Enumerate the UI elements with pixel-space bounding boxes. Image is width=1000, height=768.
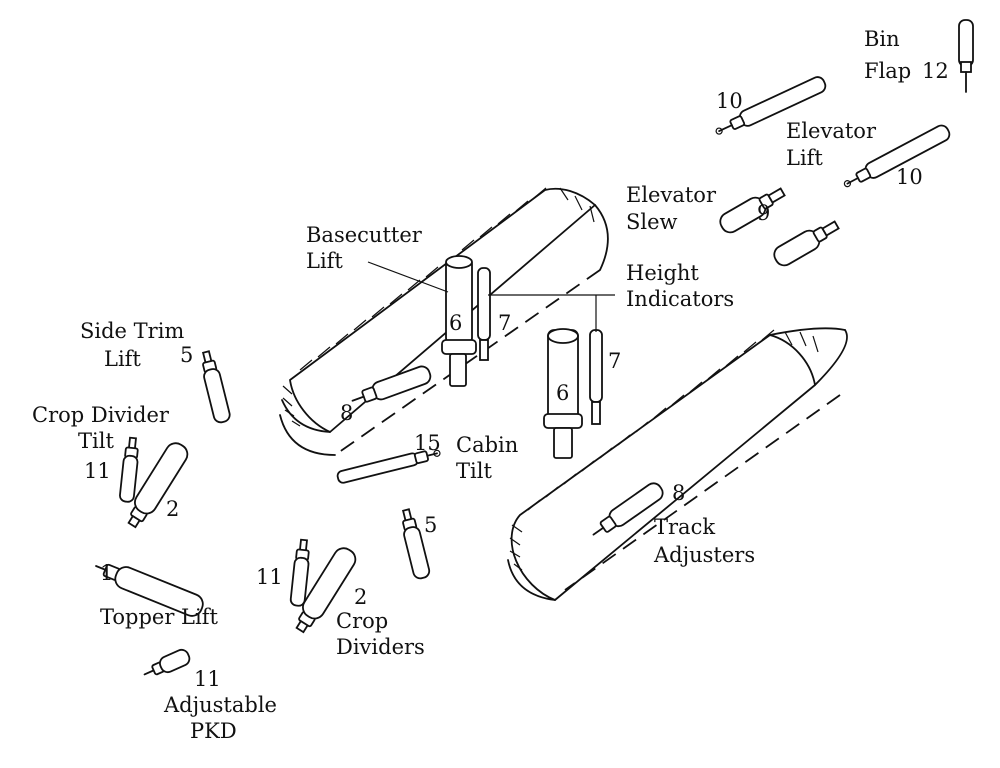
label-side-trim-lift-1: Side Trim xyxy=(80,319,184,343)
number-5-lower: 5 xyxy=(424,513,437,537)
label-basecutter-lift-2: Lift xyxy=(306,249,343,273)
track-adjuster-left xyxy=(351,365,432,403)
number-12: 12 xyxy=(922,59,949,83)
height-indicator-left xyxy=(477,267,491,361)
number-11-upper: 11 xyxy=(84,459,111,483)
label-bin-flap-2: Flap xyxy=(864,59,911,83)
label-crop-dividers-1: Crop xyxy=(336,609,388,633)
label-elevator-lift-2: Lift xyxy=(786,146,823,170)
crop-divider-tilt-cylinder xyxy=(119,436,139,503)
label-track-adjusters-1: Track xyxy=(654,515,715,539)
bin-flap-cylinder xyxy=(958,19,974,93)
number-6-left: 6 xyxy=(449,311,462,335)
number-15: 15 xyxy=(414,431,441,455)
number-2-upper: 2 xyxy=(166,497,179,521)
right-track xyxy=(507,327,848,601)
label-side-trim-lift-2: Lift xyxy=(104,347,141,371)
label-cabin-tilt-2: Tilt xyxy=(456,459,492,483)
elevator-slew-cylinder-lower xyxy=(773,220,840,267)
side-trim-lift-cylinder-upper xyxy=(201,350,231,424)
number-7-left: 7 xyxy=(498,311,511,335)
elevator-lift-cylinder-right xyxy=(843,124,951,188)
labels: Bin Flap 12 10 Elevator Lift 10 Elevator… xyxy=(32,27,949,743)
height-indicator-right xyxy=(589,329,603,425)
number-6-right: 6 xyxy=(556,381,569,405)
label-adjustable-pkd-2: PKD xyxy=(190,719,237,743)
crop-divider-cylinder-lower xyxy=(295,547,357,634)
label-elevator-slew-2: Slew xyxy=(626,210,678,234)
number-7-right: 7 xyxy=(608,349,621,373)
label-height-indicators-1: Height xyxy=(626,261,699,285)
label-topper-lift: Topper Lift xyxy=(100,605,218,629)
label-height-indicators-2: Indicators xyxy=(626,287,734,311)
number-10-top: 10 xyxy=(716,89,743,113)
basecutter-lift-cylinder-right xyxy=(543,328,583,459)
label-bin-flap-1: Bin xyxy=(864,27,900,51)
label-elevator-slew-1: Elevator xyxy=(626,183,717,207)
label-crop-divider-tilt-1: Crop Divider xyxy=(32,403,170,427)
label-cabin-tilt-1: Cabin xyxy=(456,433,518,457)
number-5-upper: 5 xyxy=(180,343,193,367)
topper-lift-cylinder xyxy=(95,563,204,617)
elevator-lift-cylinder-top xyxy=(715,76,827,135)
side-trim-lift-cylinder-lower xyxy=(401,508,431,580)
label-adjustable-pkd-1: Adjustable xyxy=(163,693,277,717)
number-8-left: 8 xyxy=(340,401,353,425)
label-track-adjusters-2: Adjusters xyxy=(653,543,755,567)
crop-divider-cylinder-upper xyxy=(127,442,189,529)
number-10-right: 10 xyxy=(896,165,923,189)
number-2-lower: 2 xyxy=(354,585,367,609)
number-8-right: 8 xyxy=(672,481,685,505)
track-adjuster-right xyxy=(592,482,664,536)
left-track xyxy=(279,187,609,456)
number-9: 9 xyxy=(757,201,770,225)
number-11-lower: 11 xyxy=(194,667,221,691)
label-crop-divider-tilt-2: Tilt xyxy=(78,429,114,453)
label-elevator-lift-1: Elevator xyxy=(786,119,877,143)
label-basecutter-lift-1: Basecutter xyxy=(306,223,423,247)
crop-divider-tilt-cylinder-middle xyxy=(289,538,310,607)
number-11-mid: 11 xyxy=(256,565,283,589)
label-crop-dividers-2: Dividers xyxy=(336,635,425,659)
elevator-slew-cylinder-upper xyxy=(719,187,786,234)
number-1: 1 xyxy=(100,561,113,585)
cabin-tilt-cylinder xyxy=(336,449,441,484)
basecutter-lift-cylinder-left xyxy=(441,255,477,387)
leader-lines xyxy=(367,261,615,332)
adjustable-pkd-cylinder xyxy=(143,648,191,676)
